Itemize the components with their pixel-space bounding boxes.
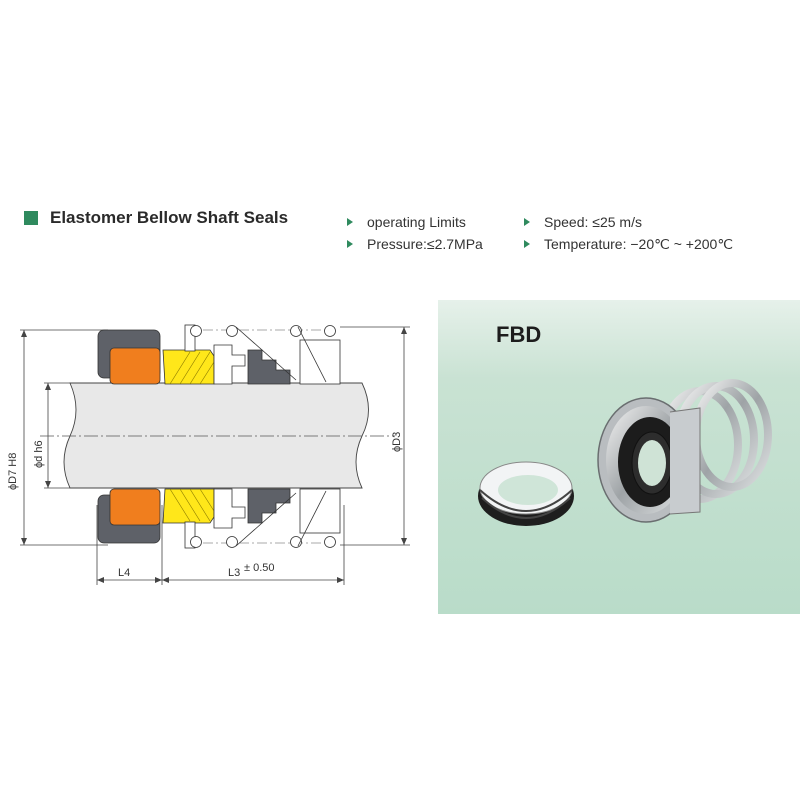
- arrow-bullet-icon: [524, 240, 530, 249]
- arrow-bullet-icon: [347, 240, 353, 249]
- spec-temperature: Temperature: −20℃ ~ +200℃: [524, 236, 733, 253]
- spec-text: Pressure:≤2.7MPa: [367, 236, 483, 252]
- dim-label-l4: L4: [118, 567, 130, 579]
- dim-label-d: ϕd h6: [33, 440, 45, 468]
- seat-ring-image: [478, 461, 574, 526]
- product-model-label: FBD: [496, 322, 542, 347]
- dim-label-l3: L3: [228, 567, 240, 579]
- dim-label-d3: ϕD3: [391, 432, 403, 452]
- spec-speed: Speed: ≤25 m/s: [524, 214, 642, 230]
- section-marker-icon: [24, 211, 38, 225]
- arrow-bullet-icon: [524, 218, 530, 227]
- dim-label-l3-tolerance: ± 0.50: [244, 562, 275, 574]
- seal-product-image: [478, 379, 772, 526]
- seal-bottom-half: [97, 488, 341, 549]
- product-photo-panel: FBD: [438, 300, 800, 614]
- seal-head-image: [597, 397, 701, 523]
- spec-pressure: Pressure:≤2.7MPa: [347, 236, 483, 252]
- spec-text: Speed: ≤25 m/s: [544, 214, 642, 230]
- arrow-bullet-icon: [347, 218, 353, 227]
- seal-cross-section-drawing: ϕD7 H8 ϕd h6 ϕD3 L4 L3 ± 0.50: [7, 324, 410, 585]
- dim-label-d7: ϕD7 H8: [7, 453, 19, 490]
- spec-text: operating Limits: [367, 214, 466, 230]
- shaft: [63, 382, 369, 489]
- spec-text: Temperature: −20℃ ~ +200℃: [544, 236, 734, 252]
- seal-top-half: [97, 324, 341, 385]
- page-title: Elastomer Bellow Shaft Seals: [50, 208, 289, 227]
- spec-operating-limits: operating Limits: [347, 214, 466, 230]
